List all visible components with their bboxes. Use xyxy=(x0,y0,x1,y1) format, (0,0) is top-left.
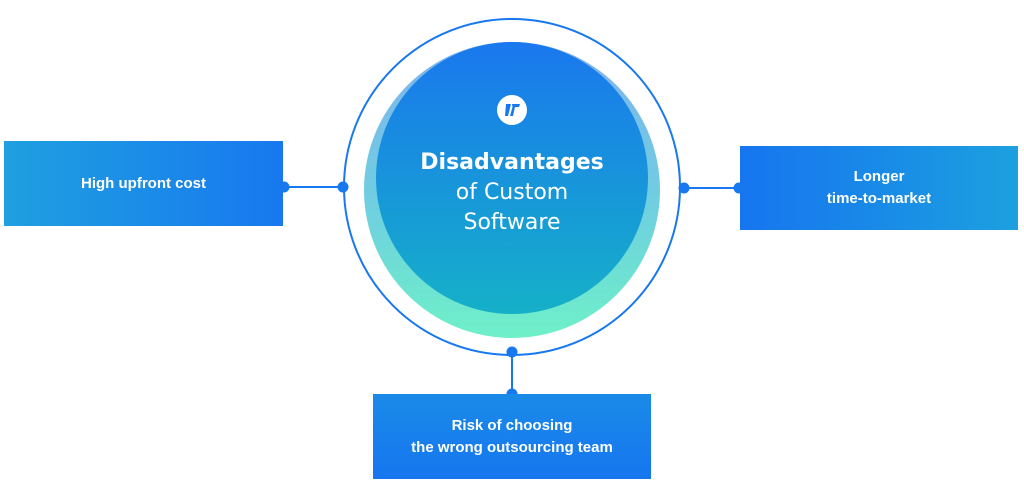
center-title: Disadvantages xyxy=(420,150,604,175)
dot-left-inner xyxy=(337,181,349,193)
dot-bottom-inner xyxy=(506,346,518,358)
node-longer-time-to-market: Longer time-to-market xyxy=(740,146,1018,230)
node-label-line-2: time-to-market xyxy=(826,190,932,207)
node-label: High upfront cost xyxy=(81,174,206,192)
node-label-line-1: Longer xyxy=(853,168,905,185)
node-risk-wrong-team: Risk of choosing the wrong outsourcing t… xyxy=(373,394,651,479)
node-label-line-2: the wrong outsourcing team xyxy=(411,438,613,456)
center-label: Disadvantages of Custom Software xyxy=(384,148,640,238)
center-subtitle-line-2: Software xyxy=(463,210,561,235)
node-label-line-1: Risk of choosing xyxy=(451,416,573,434)
company-logo-icon xyxy=(497,95,527,125)
center-core xyxy=(376,42,648,314)
node-high-upfront-cost: High upfront cost xyxy=(4,141,283,226)
dot-right-inner xyxy=(678,182,690,194)
center-subtitle-line-1: of Custom xyxy=(455,180,569,205)
